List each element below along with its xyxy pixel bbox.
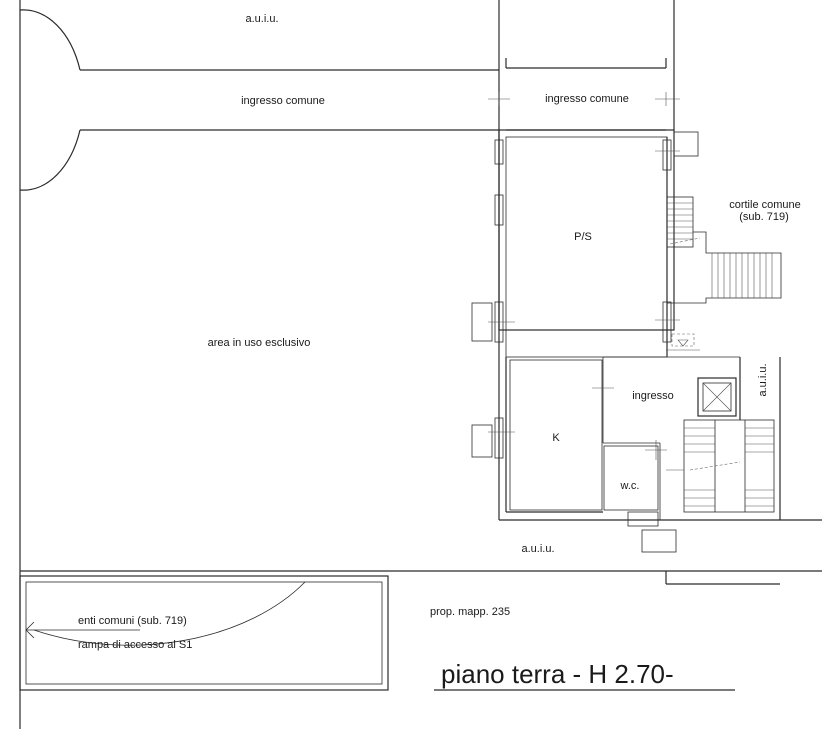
internal-stairs: [666, 419, 775, 513]
entry-landing: [666, 333, 700, 351]
label-cortile-sub: (sub. 719): [739, 211, 789, 223]
curved-entrance: [19, 9, 81, 191]
exterior-stair: [666, 196, 782, 304]
label-prop-mapp: prop. mapp. 235: [430, 606, 510, 618]
bottom-threshold: [627, 511, 822, 585]
lift-shaft: [697, 377, 737, 417]
plan-title: piano terra - H 2.70-: [441, 659, 674, 689]
label-auiu-vertical: a.u.i.u.: [757, 363, 769, 396]
label-rampa: rampa di accesso al S1: [78, 639, 192, 651]
label-ingresso: ingresso: [632, 390, 674, 402]
ramp-area: [19, 575, 389, 691]
label-cortile-comune: cortile comune: [729, 199, 801, 211]
label-ingresso-comune-left: ingresso comune: [241, 95, 325, 107]
door-marks: [592, 380, 667, 460]
label-ps: P/S: [574, 231, 592, 243]
apartment-walls: [498, 129, 740, 521]
label-kitchen: K: [552, 432, 560, 444]
windows-right: [655, 131, 699, 343]
label-enti-comuni: enti comuni (sub. 719): [78, 615, 187, 627]
label-area-esclusivo: area in uso esclusivo: [208, 337, 311, 349]
label-auiu-top: a.u.i.u.: [245, 13, 278, 25]
label-wc: w.c.: [620, 480, 640, 492]
windows-left: [471, 139, 515, 459]
common-corridor: [80, 0, 680, 131]
right-wall: [739, 357, 781, 520]
label-auiu-bottom: a.u.i.u.: [521, 543, 554, 555]
label-ingresso-comune-right: ingresso comune: [545, 93, 629, 105]
